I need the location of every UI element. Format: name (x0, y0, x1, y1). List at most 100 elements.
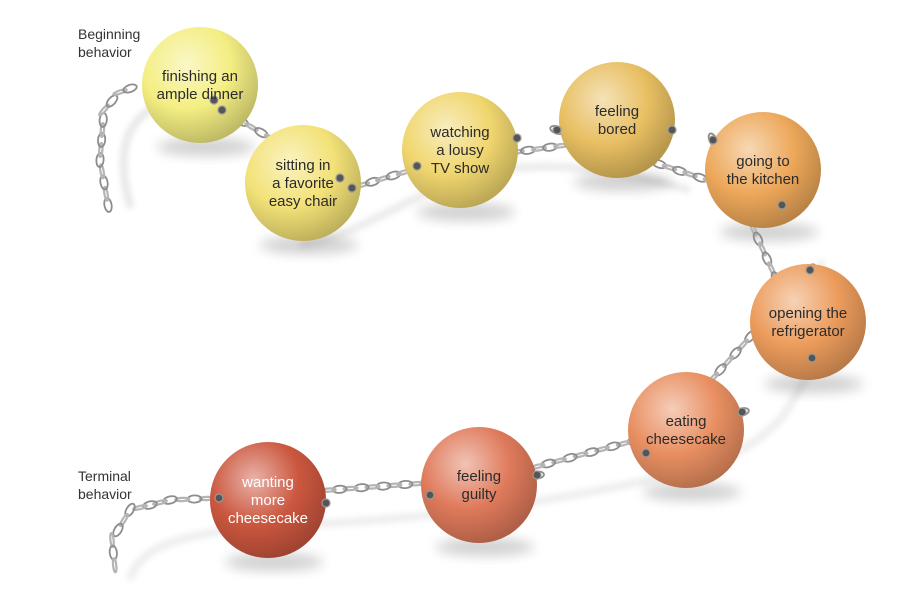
chain-eyelet (805, 265, 815, 275)
chain-link (174, 496, 191, 503)
terminal-label-line-2: behavior (78, 486, 132, 502)
step-label-line: sitting in (275, 157, 330, 174)
chain-link (672, 165, 688, 176)
chain-link (98, 141, 104, 159)
step-label-line: guilty (461, 486, 497, 503)
chain-link (572, 451, 589, 459)
chain-start-tail (95, 83, 138, 213)
chain-eyelet (209, 95, 219, 105)
chain-link (109, 531, 115, 549)
chain-link (364, 176, 381, 187)
step-label-line: feeling (457, 468, 501, 485)
chain-eyelet (335, 173, 345, 183)
chain-link (682, 170, 698, 179)
chain-link (102, 185, 110, 202)
ball-sphere (750, 264, 866, 380)
chain-link (342, 485, 359, 492)
chain-link (375, 174, 391, 183)
step-label-line: cheesecake (646, 431, 726, 448)
chain-link (353, 483, 370, 493)
ball-shadow-layer (156, 138, 864, 571)
ball-sphere (142, 27, 258, 143)
ball-sphere (628, 372, 744, 488)
chain-link (752, 231, 764, 247)
chain-link (98, 103, 110, 117)
chain-link (736, 338, 749, 352)
chain-link (661, 163, 678, 172)
chain-eyelet (347, 183, 357, 193)
chain-eyelet (425, 490, 435, 500)
step-label-line: bored (598, 121, 636, 138)
ball-sphere (210, 442, 326, 558)
chain-link (111, 557, 118, 574)
chain-link (605, 441, 621, 452)
chain-eyelet (217, 105, 227, 115)
chain-eyelet (412, 161, 422, 171)
chain-link (729, 346, 742, 360)
chain-link (99, 121, 106, 139)
ball-shadow (642, 483, 742, 501)
step-label-line: the kitchen (727, 171, 800, 188)
chain-link (758, 241, 767, 257)
ball-shadow (156, 138, 256, 156)
chain-link (97, 132, 107, 148)
ball-shadow (719, 223, 819, 241)
chain-link (375, 481, 392, 491)
chain-link (583, 447, 600, 457)
chain-link (95, 152, 105, 168)
chain-eyelet (807, 353, 817, 363)
chain-eyelet (641, 448, 651, 458)
chain-link (562, 452, 578, 463)
chain-link (152, 499, 168, 506)
ball-sphere (559, 62, 675, 178)
step-label-line: watching (429, 124, 489, 141)
beginning-behavior-label: Beginning behavior (78, 26, 144, 60)
ball-sphere (402, 92, 518, 208)
ball-shadow (224, 553, 324, 571)
chain-eyelet (532, 470, 542, 480)
chain-link (112, 88, 128, 96)
beginning-label-line-1: Beginning (78, 26, 140, 42)
chain-eyelet (321, 498, 331, 508)
ball-shadow (435, 538, 535, 556)
chain-link (122, 83, 138, 94)
chain-link (530, 145, 548, 152)
step-label-line: feeling (595, 103, 639, 120)
chain-link (142, 500, 158, 510)
chain-link (714, 363, 727, 377)
chain-link (594, 445, 610, 453)
chain-eyelet (512, 133, 522, 143)
chain-link (331, 484, 348, 494)
step-label-line: wanting (241, 474, 294, 491)
chain-link (98, 163, 106, 180)
chain-link (99, 174, 109, 191)
step-label-line: opening the (769, 305, 847, 322)
chain-link (397, 479, 414, 490)
chain-link (105, 94, 119, 108)
chain-link (132, 504, 148, 511)
chain-link (244, 122, 259, 132)
chain-link (551, 457, 567, 465)
beginning-label-line-2: behavior (78, 44, 132, 60)
chain-link (722, 355, 734, 368)
terminal-behavior-label: Terminal behavior (78, 468, 135, 502)
ball-shadow (259, 236, 359, 254)
chain-eyelet (667, 125, 677, 135)
chain-link (520, 145, 536, 155)
ball-shadow (764, 375, 864, 393)
